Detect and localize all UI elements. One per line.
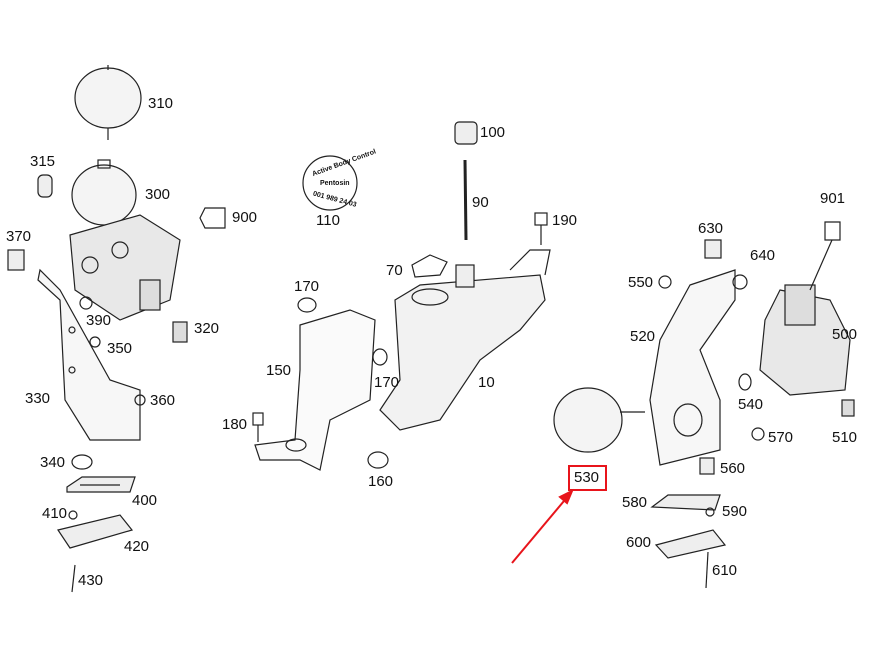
connector-901 — [809, 221, 841, 291]
shield-150 — [254, 309, 376, 471]
accumulator-300 — [71, 159, 137, 226]
part-label[interactable]: 300 — [145, 186, 171, 203]
highlight-box-530 — [568, 465, 607, 491]
accumulator-310 — [74, 65, 142, 140]
sensor-510 — [841, 399, 855, 417]
part-label[interactable]: 310 — [148, 95, 174, 112]
nuts-right — [658, 239, 765, 475]
part-label[interactable]: 390 — [86, 312, 112, 329]
part-label[interactable]: 400 — [132, 492, 158, 509]
grommets-170 — [297, 297, 388, 366]
part-label[interactable]: 110 — [316, 212, 340, 229]
sticker-110: Active Body Control Pentosin 001 989 24 … — [302, 148, 377, 211]
part-label[interactable]: 150 — [266, 362, 292, 379]
part-label[interactable]: 430 — [78, 572, 104, 589]
part-label[interactable]: 330 — [25, 390, 51, 407]
accumulator-530 — [553, 387, 645, 453]
bolt-180 — [252, 412, 264, 442]
part-label[interactable]: 500 — [832, 326, 858, 343]
bracket-520 — [649, 269, 736, 466]
part-label[interactable]: 90 — [472, 194, 489, 211]
part-label[interactable]: 370 — [6, 228, 32, 245]
part-label[interactable]: 900 — [232, 209, 258, 226]
part-label[interactable]: 340 — [40, 454, 66, 471]
part-label[interactable]: 170 — [374, 374, 400, 391]
part-label[interactable]: 170 — [294, 278, 320, 295]
part-label[interactable]: 540 — [738, 396, 764, 413]
part-label-highlighted[interactable]: 530 — [574, 469, 600, 486]
part-label[interactable]: 610 — [712, 562, 738, 579]
dipstick-90 — [463, 159, 468, 241]
part-label[interactable]: 640 — [750, 247, 776, 264]
part-label[interactable]: 410 — [42, 505, 68, 522]
part-label[interactable]: 550 — [628, 274, 654, 291]
part-label[interactable]: 901 — [820, 190, 846, 207]
part-label[interactable]: 190 — [552, 212, 578, 229]
part-label[interactable]: 580 — [622, 494, 648, 511]
part-label[interactable]: 600 — [626, 534, 652, 551]
part-label[interactable]: 100 — [480, 124, 506, 141]
sticker-brand: Pentosin — [320, 180, 350, 187]
part-label[interactable]: 510 — [832, 429, 858, 446]
part-label[interactable]: 590 — [722, 503, 748, 520]
grommet-160 — [367, 451, 389, 469]
part-label[interactable]: 315 — [30, 153, 56, 170]
highlight-arrow — [511, 488, 574, 564]
nut-370 — [7, 249, 25, 271]
bracket-330 — [37, 268, 141, 441]
part-label[interactable]: 420 — [124, 538, 150, 555]
part-label[interactable]: 520 — [630, 328, 656, 345]
part-label[interactable]: 570 — [768, 429, 794, 446]
part-label[interactable]: 180 — [222, 416, 248, 433]
part-label[interactable]: 360 — [150, 392, 176, 409]
gasket-70 — [411, 254, 448, 278]
motor-500 — [759, 284, 851, 396]
part-label[interactable]: 560 — [720, 460, 746, 477]
part-label[interactable]: 350 — [107, 340, 133, 357]
small-parts-left — [57, 296, 146, 593]
part-label[interactable]: 70 — [386, 262, 403, 279]
pads-right — [650, 494, 727, 589]
valve-block — [69, 214, 181, 321]
part-label[interactable]: 320 — [194, 320, 220, 337]
part-label[interactable]: 10 — [478, 374, 495, 391]
connector-900 — [199, 207, 226, 229]
part-label[interactable]: 630 — [698, 220, 724, 237]
sensor-320 — [172, 321, 188, 343]
sensor-315 — [37, 174, 53, 198]
part-label[interactable]: 160 — [368, 473, 394, 490]
cap-100 — [454, 121, 478, 145]
bolt-190 — [534, 212, 548, 245]
reservoir-10 — [379, 249, 551, 431]
